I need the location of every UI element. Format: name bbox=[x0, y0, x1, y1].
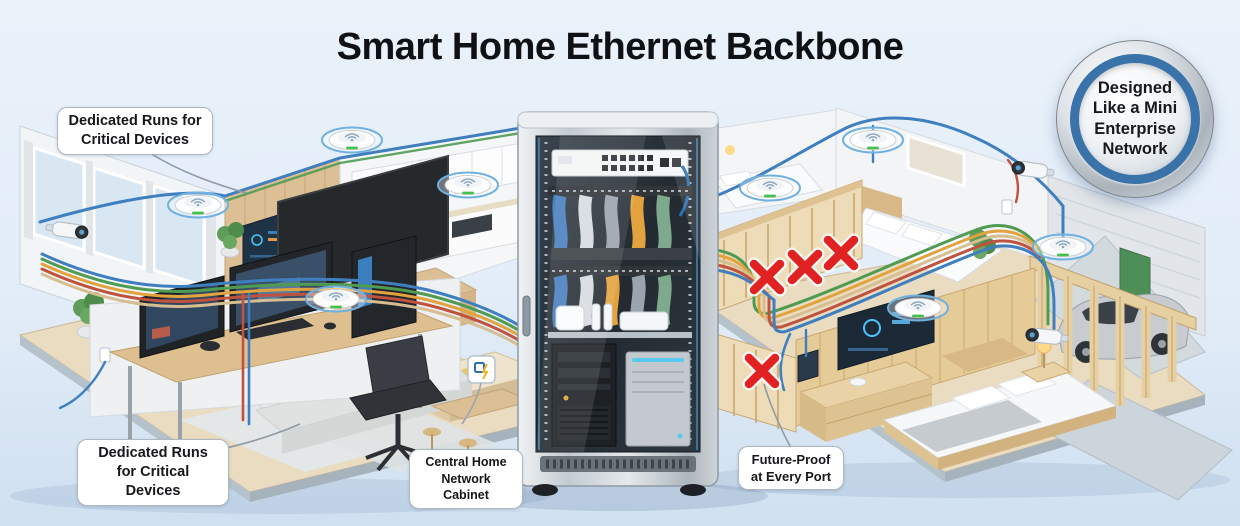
bed bbox=[882, 338, 1118, 470]
garage-stud-columns bbox=[1029, 255, 1197, 406]
callout-line: for Critical Devices bbox=[116, 464, 190, 500]
page-title: Smart Home Ethernet Backbone bbox=[336, 26, 904, 68]
callout-dedicated-runs-bottom-left: Dedicated Runs for Critical Devices bbox=[77, 439, 229, 507]
wall-outlet bbox=[99, 347, 111, 363]
badge-blue-ring: Designed Like a Mini Enterprise Network bbox=[1070, 54, 1200, 184]
game-controller bbox=[200, 341, 220, 351]
red-x-icon bbox=[792, 254, 818, 280]
ethernet-wall-plate-icon bbox=[461, 355, 496, 425]
callout-line: Dedicated Runs for bbox=[68, 113, 202, 129]
callout-dedicated-runs-top-left: Dedicated Runs for Critical Devices bbox=[57, 107, 213, 156]
wifi-ap-icon bbox=[305, 285, 367, 313]
callout-line: Network Cabinet bbox=[441, 471, 491, 503]
picture-frame bbox=[906, 133, 966, 189]
cabinet-vent bbox=[540, 456, 696, 472]
wifi-ap-icon bbox=[321, 126, 383, 154]
callout-line: Critical Devices bbox=[80, 132, 189, 149]
enterprise-network-badge: Designed Like a Mini Enterprise Network bbox=[1056, 40, 1214, 198]
server-tower bbox=[551, 343, 617, 447]
wifi-ap-icon bbox=[167, 191, 229, 219]
callout-future-proof: Future-Proof at Every Port bbox=[738, 446, 844, 491]
cabinet-door-handle bbox=[522, 295, 531, 337]
wifi-ap-icon bbox=[842, 126, 904, 154]
callout-line: Central Home bbox=[425, 455, 507, 469]
red-x-icon bbox=[828, 240, 854, 266]
stove bbox=[452, 214, 492, 238]
ethernet-cable-runs bbox=[38, 116, 1065, 426]
callout-line: Dedicated Runs bbox=[98, 445, 208, 461]
bedroom-lower bbox=[795, 267, 1118, 470]
cabinet-shelf bbox=[548, 303, 692, 338]
badge-text: Designed Like a Mini Enterprise Network bbox=[1092, 79, 1178, 159]
wall-tablet bbox=[797, 349, 819, 383]
lamp bbox=[725, 145, 735, 155]
wifi-ap-icon bbox=[739, 174, 801, 202]
wifi-ap-icon bbox=[1032, 233, 1094, 261]
patch-panel-tier-1 bbox=[548, 186, 692, 260]
shelf-access-point bbox=[555, 305, 585, 331]
wifi-ap-icon bbox=[437, 171, 499, 199]
central-network-cabinet bbox=[517, 111, 719, 496]
red-x-icon bbox=[749, 358, 775, 384]
callout-central-cabinet: Central Home Network Cabinet bbox=[409, 449, 523, 509]
plant bbox=[217, 222, 244, 258]
gaming-chair bbox=[349, 335, 447, 472]
shelf-router bbox=[619, 311, 669, 331]
mouse bbox=[324, 322, 336, 330]
dresser bbox=[798, 361, 934, 442]
nas-unit bbox=[625, 351, 691, 447]
wifi-ap-icon bbox=[887, 294, 949, 322]
rack-switch bbox=[551, 149, 691, 217]
keyboard bbox=[236, 318, 314, 340]
thermostat bbox=[1001, 199, 1013, 215]
red-x-icon bbox=[754, 264, 780, 290]
callout-line: Future-Proof bbox=[751, 452, 831, 467]
callout-line: at Every Port bbox=[750, 469, 832, 485]
